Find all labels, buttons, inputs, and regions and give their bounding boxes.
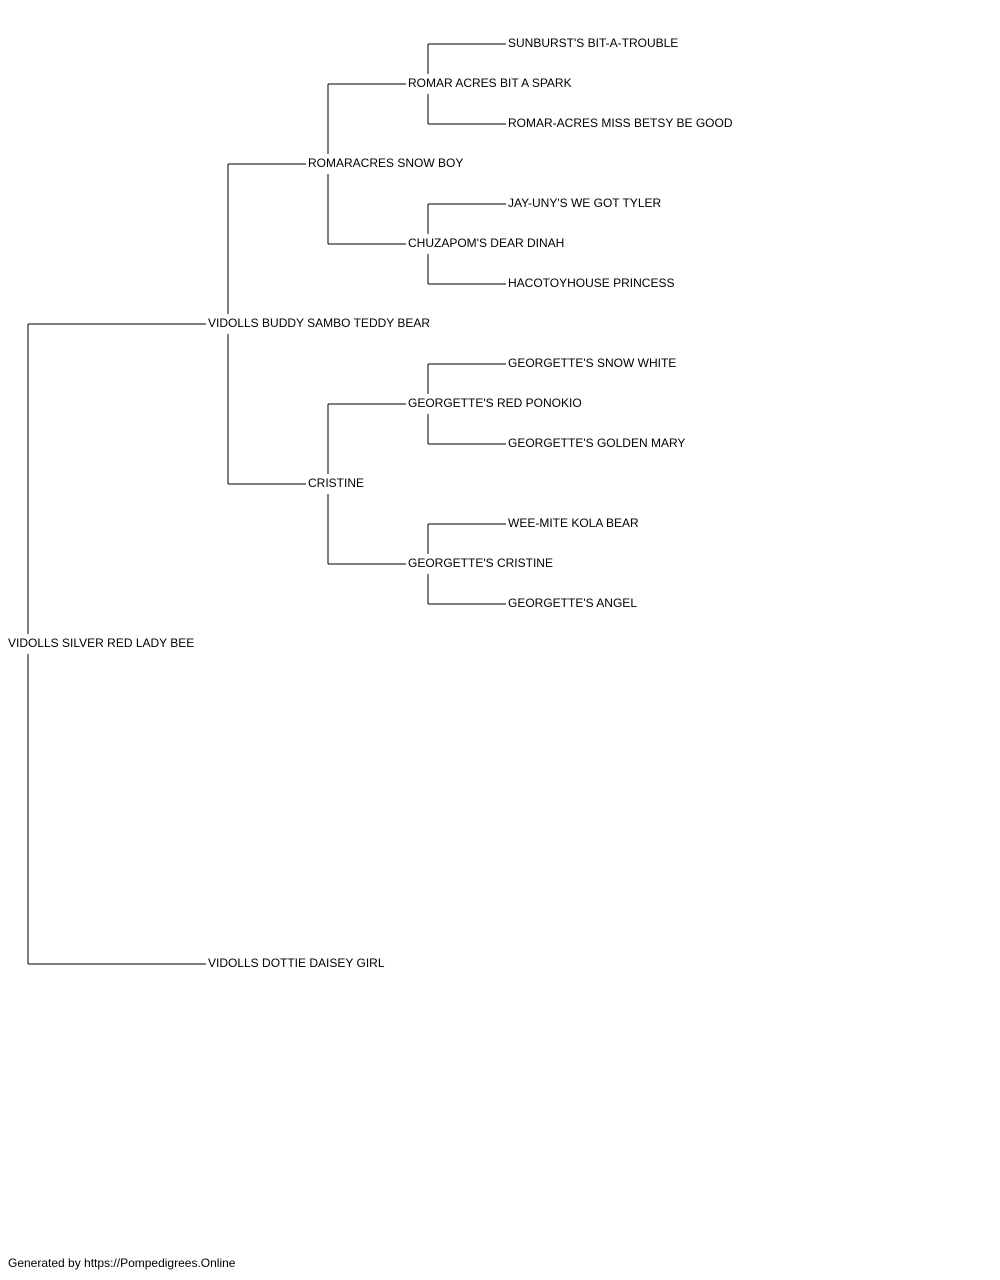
pedigree-node-subject-sire-dam-dam-dam: GEORGETTE'S ANGEL — [508, 596, 637, 610]
footer-credit: Generated by https://Pompedigrees.Online — [8, 1256, 236, 1270]
pedigree-node-subject-sire-sire-dam-dam: HACOTOYHOUSE PRINCESS — [508, 276, 674, 290]
pedigree-node-subject-sire-dam-sire-sire: GEORGETTE'S SNOW WHITE — [508, 356, 676, 370]
pedigree-node-subject-sire-sire: ROMARACRES SNOW BOY — [308, 156, 463, 170]
pedigree-node-subject-sire-dam-dam: GEORGETTE'S CRISTINE — [408, 556, 553, 570]
pedigree-node-subject-sire-dam: CRISTINE — [308, 476, 364, 490]
pedigree-node-subject-sire-sire-dam: CHUZAPOM'S DEAR DINAH — [408, 236, 564, 250]
pedigree-node-subject-sire-sire-sire-sire: SUNBURST'S BIT-A-TROUBLE — [508, 36, 678, 50]
pedigree-node-subject-sire-sire-sire: ROMAR ACRES BIT A SPARK — [408, 76, 572, 90]
pedigree-node-subject-sire: VIDOLLS BUDDY SAMBO TEDDY BEAR — [208, 316, 430, 330]
pedigree-node-subject-sire-dam-sire: GEORGETTE'S RED PONOKIO — [408, 396, 582, 410]
pedigree-node-subject-sire-dam-dam-sire: WEE-MITE KOLA BEAR — [508, 516, 639, 530]
pedigree-node-subject-sire-sire-sire-dam: ROMAR-ACRES MISS BETSY BE GOOD — [508, 116, 733, 130]
pedigree-node-subject-dam: VIDOLLS DOTTIE DAISEY GIRL — [208, 956, 385, 970]
pedigree-node-subject-sire-dam-sire-dam: GEORGETTE'S GOLDEN MARY — [508, 436, 685, 450]
pedigree-node-subject: VIDOLLS SILVER RED LADY BEE — [8, 636, 194, 650]
pedigree-node-subject-sire-sire-dam-sire: JAY-UNY'S WE GOT TYLER — [508, 196, 662, 210]
